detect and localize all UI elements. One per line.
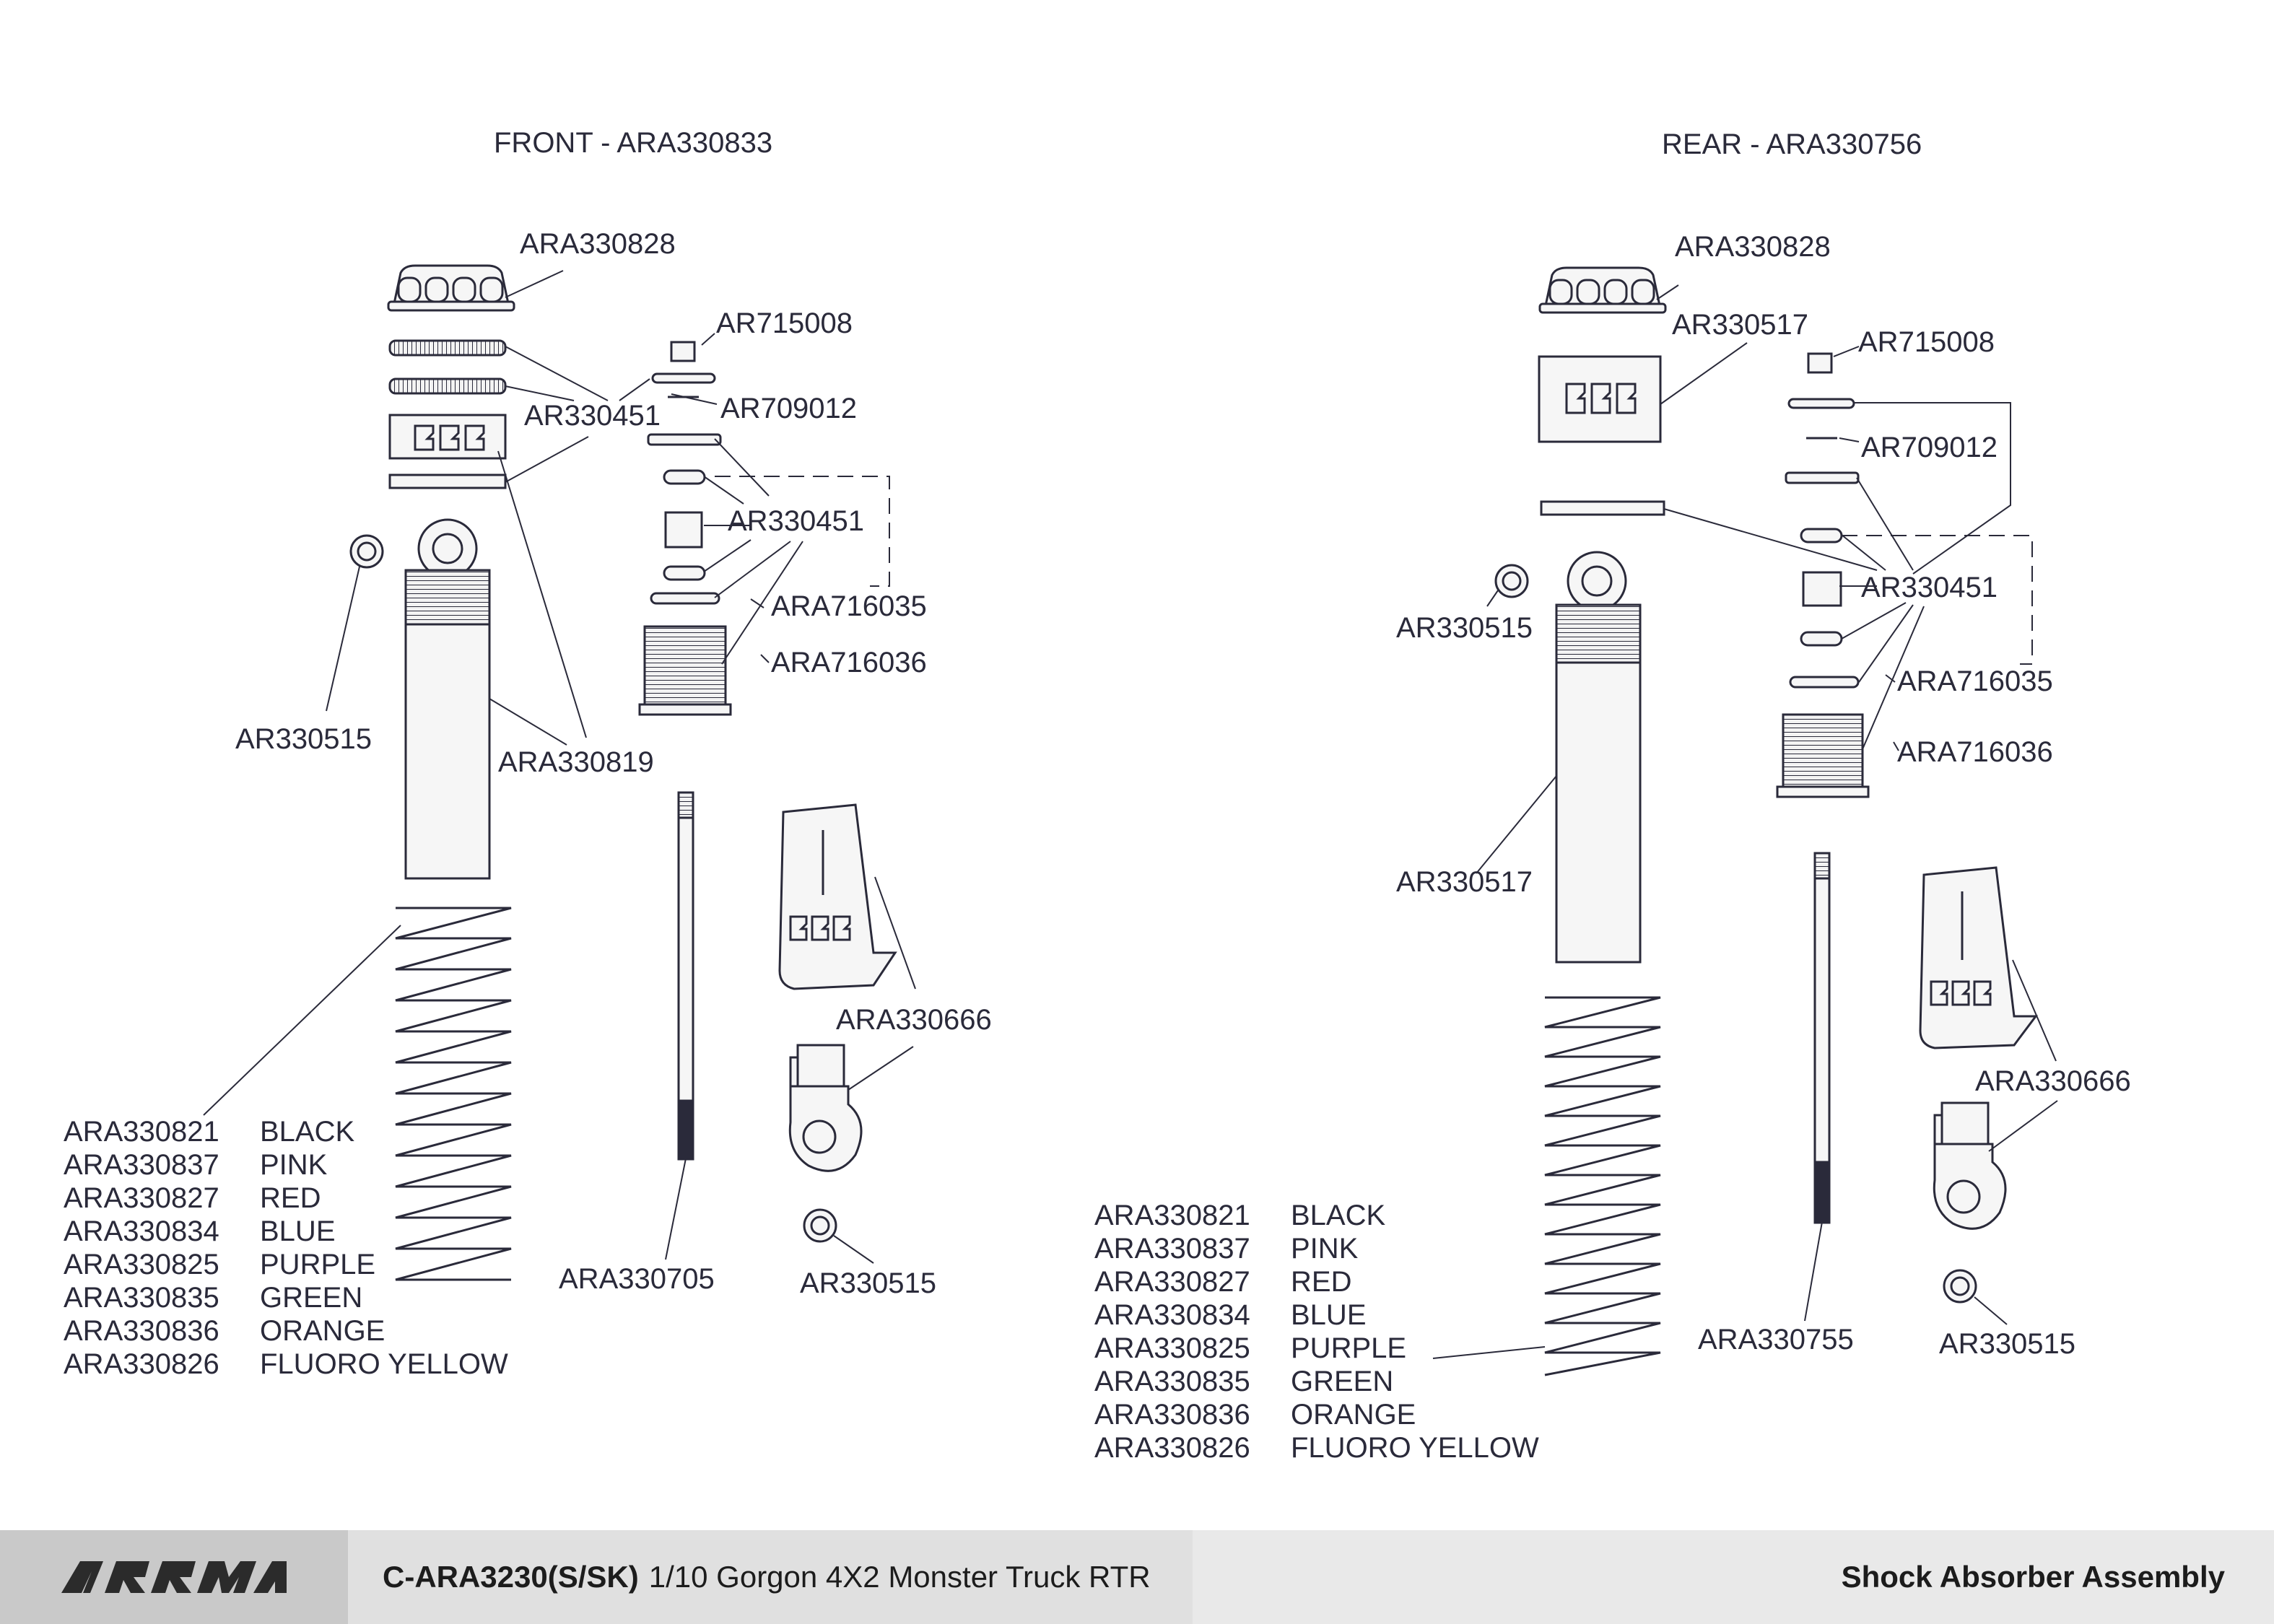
front-shock-boot — [778, 803, 897, 990]
front-piston — [664, 511, 703, 549]
rear-label-oring-small: AR709012 — [1861, 432, 1998, 463]
rear-body-thread — [1555, 603, 1642, 664]
rear-shock-body — [1555, 661, 1642, 964]
front-spring-seat — [388, 473, 507, 489]
rear-label-ball-top: AR330515 — [1396, 612, 1533, 644]
rear-oring-large — [1787, 398, 1855, 409]
rear-oring-b — [1800, 631, 1843, 647]
front-shock-cap — [387, 264, 515, 312]
front-label-bleeder-screw: AR715008 — [716, 307, 853, 339]
front-label-body: ARA330819 — [498, 746, 654, 778]
front-logo-block — [388, 414, 507, 460]
rear-shock-parts — [1494, 266, 2038, 1304]
front-assembly-title: FRONT - ARA330833 — [494, 127, 773, 159]
front-oring-a — [663, 469, 706, 485]
rear-logo-block — [1538, 355, 1662, 443]
model-name: 1/10 Gorgon 4X2 Monster Truck RTR — [648, 1560, 1151, 1594]
footer-bar: C-ARA3230(S/SK) 1/10 Gorgon 4X2 Monster … — [0, 1530, 2274, 1624]
front-label-ball-bottom: AR330515 — [800, 1267, 937, 1299]
front-body-thread — [404, 569, 491, 626]
arrma-logo — [0, 1530, 348, 1624]
leader-lines — [203, 270, 2058, 1359]
rear-label-piston-parts: AR330451 — [1861, 572, 1998, 603]
front-lower-cap — [643, 625, 727, 707]
rear-shock-boot — [1919, 866, 2038, 1049]
arrma-wordmark-icon — [61, 1561, 287, 1593]
rear-assembly-title: REAR - ARA330756 — [1662, 128, 1922, 160]
rear-label-ara716036: ARA716036 — [1897, 736, 2053, 768]
arrma-logo-icon — [1565, 383, 1637, 414]
front-oring-large — [651, 372, 716, 384]
rear-oring-a — [1800, 528, 1843, 543]
front-label-ara716035: ARA716035 — [771, 590, 927, 622]
rear-label-collar: AR330517 — [1672, 309, 1809, 341]
front-washer — [650, 592, 720, 605]
front-label-oring-small: AR709012 — [720, 393, 858, 424]
front-label-ball-top: AR330515 — [235, 723, 373, 755]
front-label-cap: ARA330828 — [520, 228, 676, 260]
front-label-ara716036: ARA716036 — [771, 647, 927, 678]
rear-label-shaft: ARA330755 — [1698, 1324, 1854, 1355]
rear-label-bleeder-screw: AR715008 — [1858, 326, 1995, 358]
rear-label-ara716035: ARA716035 — [1897, 665, 2053, 697]
model-code: C-ARA3230(S/SK) — [383, 1560, 639, 1594]
front-collar-upper — [388, 339, 507, 357]
rear-washer — [1789, 676, 1860, 689]
rear-bleeder-screw — [1807, 352, 1833, 374]
model-info: C-ARA3230(S/SK) 1/10 Gorgon 4X2 Monster … — [348, 1530, 1193, 1624]
rear-label-cap: ARA330828 — [1675, 231, 1831, 263]
front-label-piston-parts: AR330451 — [728, 505, 865, 537]
rear-cap-seal — [1785, 471, 1860, 484]
arrma-logo-icon — [414, 424, 485, 451]
rear-spring — [1544, 996, 1661, 1376]
rear-label-boot: ARA330666 — [1975, 1065, 2131, 1097]
front-label-collar: AR330451 — [524, 400, 661, 432]
rear-label-body: AR330517 — [1396, 866, 1533, 898]
rear-lower-cap — [1782, 713, 1864, 788]
rear-piston — [1802, 571, 1842, 607]
front-shock-body — [404, 623, 491, 880]
section-title: Shock Absorber Assembly — [1193, 1530, 2274, 1624]
front-oring-b — [663, 565, 706, 581]
rear-spring-seat — [1540, 500, 1665, 516]
front-cap-seal — [647, 433, 722, 446]
front-spring — [395, 907, 512, 1281]
front-bleeder-screw — [670, 341, 696, 362]
front-label-boot: ARA330666 — [836, 1004, 992, 1036]
rear-shock-cap — [1538, 266, 1667, 314]
front-label-shaft: ARA330705 — [559, 1263, 715, 1295]
front-collar-lower — [388, 377, 507, 395]
rear-label-ball-bottom: AR330515 — [1939, 1328, 2076, 1360]
